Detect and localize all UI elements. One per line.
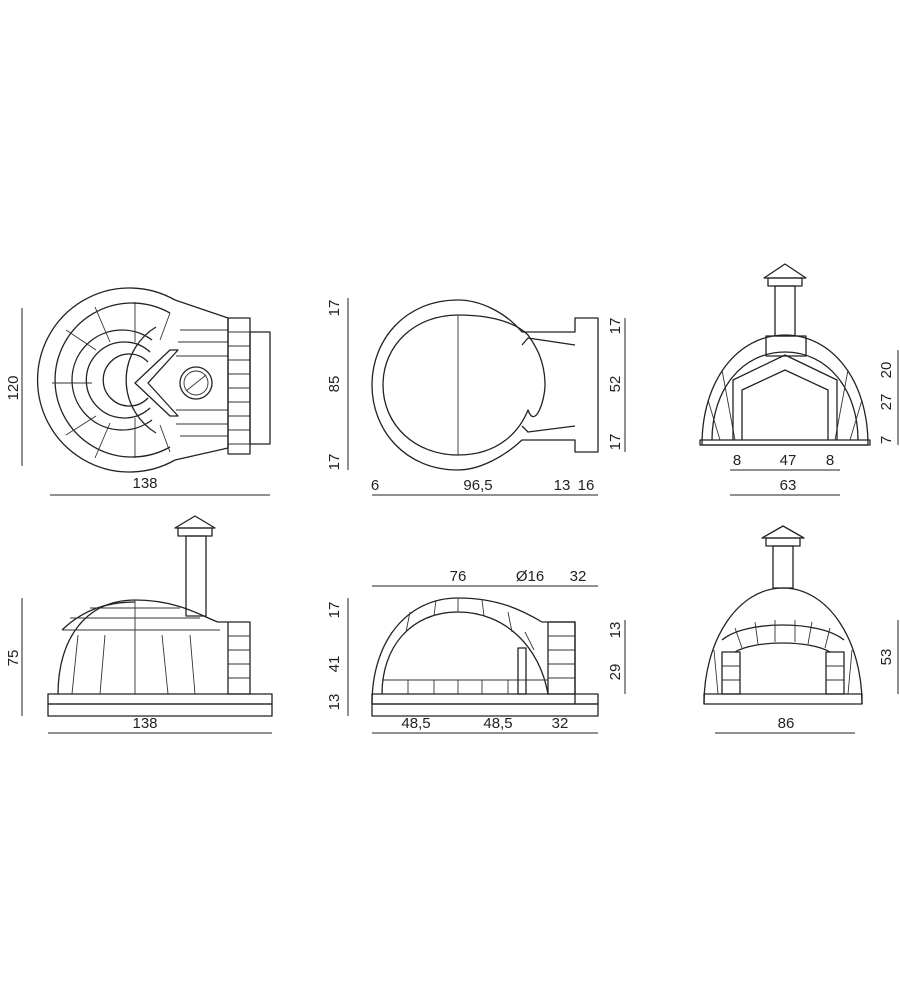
- rear-section-height-label: 53: [878, 649, 895, 666]
- floor-plan-bottom-13: 13: [554, 477, 571, 494]
- section-right-29: 29: [607, 664, 624, 681]
- floor-plan-left-17: 17: [326, 300, 343, 317]
- floor-plan-right-17b: 17: [607, 434, 624, 451]
- front-view-right-27: 27: [878, 394, 895, 411]
- section-bottom-32: 32: [552, 715, 569, 732]
- section-left-13: 13: [326, 694, 343, 711]
- front-view-bottom-8b: 8: [826, 452, 834, 469]
- front-view-bottom-8: 8: [733, 452, 741, 469]
- floor-plan-right-17: 17: [607, 318, 624, 335]
- top-view: 120 138: [5, 287, 271, 496]
- front-view: 20 27 7 8 47 8 63: [699, 263, 899, 496]
- side-view-height-label: 75: [5, 650, 22, 667]
- floor-plan-bottom-96-5: 96,5: [463, 477, 492, 494]
- top-view-height-label: 120: [5, 375, 22, 400]
- floor-plan-view: 17 85 17 6 96,5 13 16 17 52 17: [326, 298, 626, 496]
- rear-section-width-label: 86: [778, 715, 795, 732]
- section-left-17: 17: [326, 602, 343, 619]
- floor-plan-left-17b: 17: [326, 454, 343, 471]
- rear-section-view: 53 86: [703, 525, 899, 734]
- section-left-41: 41: [326, 656, 343, 673]
- section-view: 76 Ø16 32 17 41 13 13 29 48,5 48,5 32: [326, 568, 626, 734]
- floor-plan-bottom-6: 6: [371, 477, 379, 494]
- front-view-bottom-47: 47: [780, 452, 797, 469]
- floor-plan-right-52: 52: [607, 376, 624, 393]
- side-view: 75 138: [5, 515, 273, 734]
- floor-plan-bottom-16: 16: [578, 477, 595, 494]
- section-top-32: 32: [570, 568, 587, 585]
- section-top-76: 76: [450, 568, 467, 585]
- section-bottom-48-5b: 48,5: [483, 715, 512, 732]
- top-view-width-label: 138: [132, 475, 157, 492]
- section-bottom-48-5: 48,5: [401, 715, 430, 732]
- front-view-right-7: 7: [878, 436, 895, 444]
- section-top-d16: Ø16: [516, 568, 544, 585]
- front-view-right-20: 20: [878, 362, 895, 379]
- front-view-bottom-63: 63: [780, 477, 797, 494]
- side-view-width-label: 138: [132, 715, 157, 732]
- floor-plan-left-85: 85: [326, 376, 343, 393]
- section-right-13: 13: [607, 622, 624, 639]
